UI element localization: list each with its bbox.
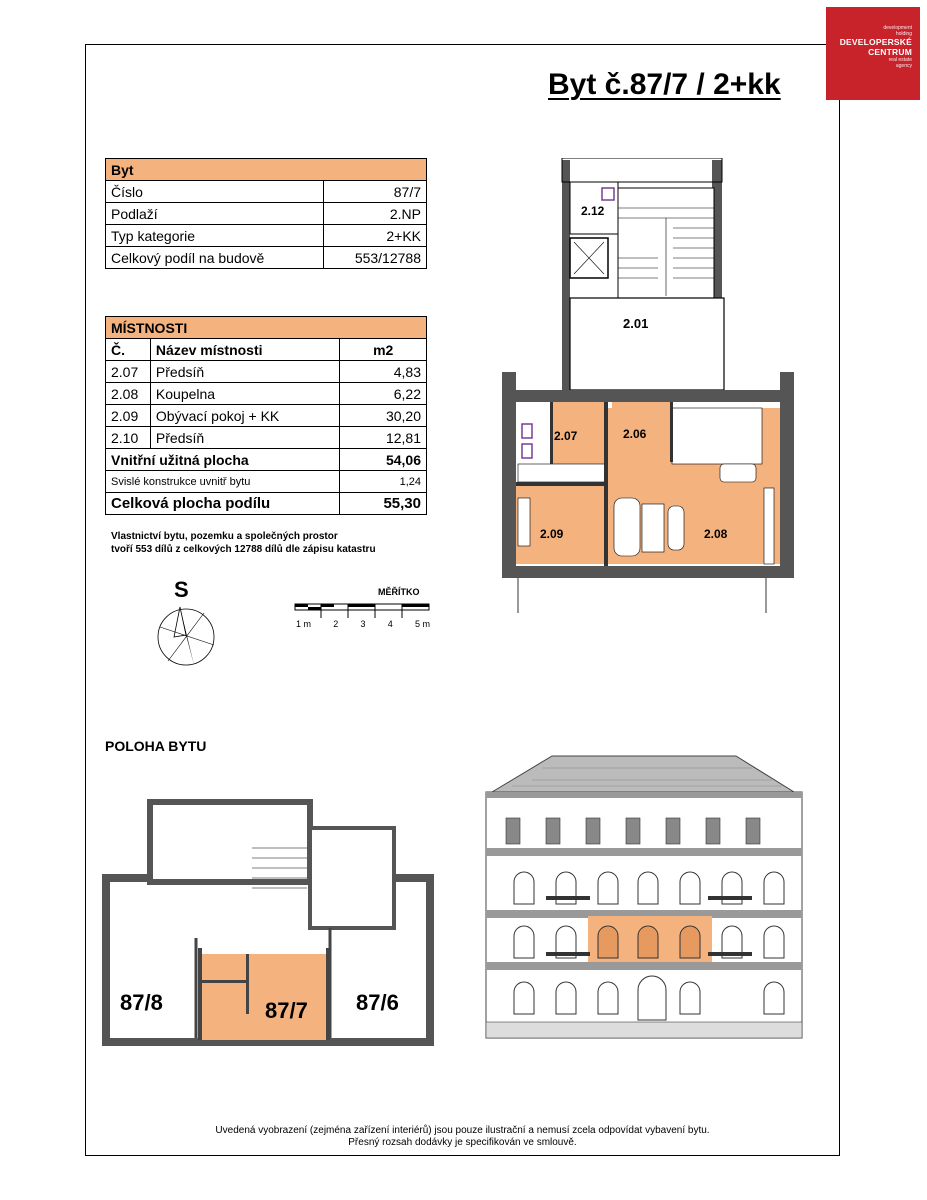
room-label-206: 2.06 [623, 427, 647, 441]
footer-disclaimer: Uvedená vyobrazení (zejména zařízení int… [215, 1125, 710, 1148]
mistnosti-header: MÍSTNOSTI [105, 316, 427, 339]
ownership-note: Vlastnictví bytu, pozemku a společných p… [111, 531, 376, 555]
floor-plan: 2.12 2.01 2.07 2.06 2.09 2.08 [502, 158, 794, 613]
scale-label: MĚŘÍTKO [378, 587, 420, 597]
room-label-208: 2.08 [704, 527, 728, 541]
unit-87-6: 87/6 [356, 990, 399, 1015]
compass-letter: S [174, 577, 189, 602]
scale-ticks: 1 m 2 3 4 5 m [296, 619, 430, 629]
poloha-title: POLOHA BYTU [105, 738, 207, 754]
svisle-label: Svislé konstrukce uvnitř bytu [104, 470, 341, 493]
page-title: Byt č.87/7 / 2+kk [548, 68, 781, 101]
location-plan: 87/8 87/7 87/6 [102, 799, 434, 1046]
room-label-212: 2.12 [581, 204, 605, 218]
room-label-209: 2.09 [540, 527, 564, 541]
celkova-label: Celková plocha podílu [104, 492, 341, 515]
building-facade [485, 755, 803, 1039]
vnitrni-label: Vnitřní užitná plocha [104, 448, 341, 471]
scale-bar [294, 603, 430, 618]
compass-icon: S [157, 577, 215, 666]
unit-87-8: 87/8 [120, 990, 163, 1015]
unit-87-7: 87/7 [265, 998, 308, 1023]
room-label-201: 2.01 [623, 316, 648, 331]
byt-header: Byt [105, 158, 427, 181]
company-logo[interactable]: development holding DEVELOPERSKÉ CENTRUM… [826, 7, 920, 100]
page-frame [85, 44, 840, 1156]
room-label-207: 2.07 [554, 429, 578, 443]
